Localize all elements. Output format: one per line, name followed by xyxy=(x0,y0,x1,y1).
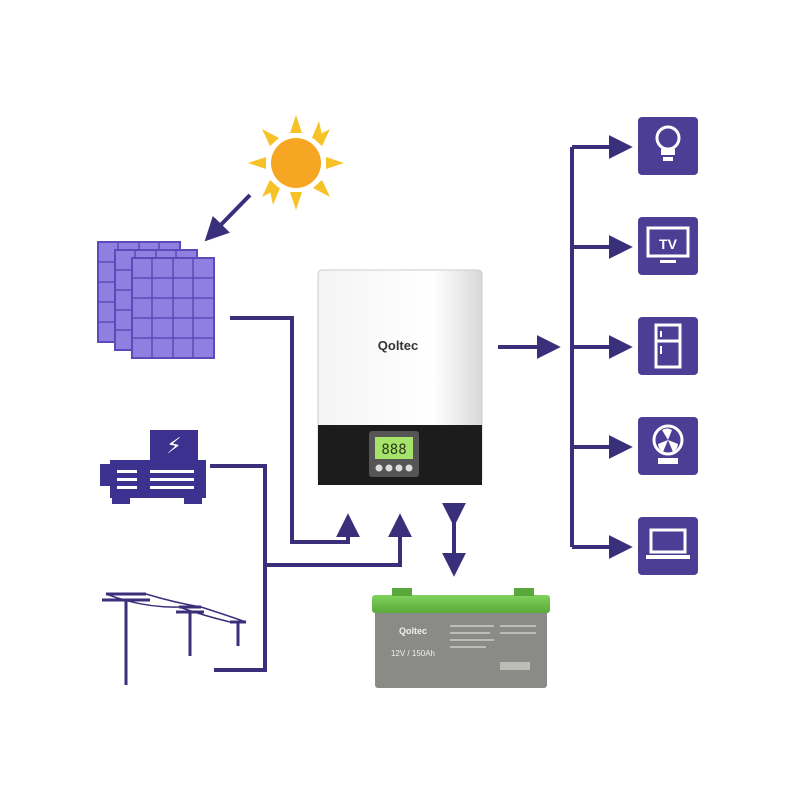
tv-label: TV xyxy=(659,236,678,252)
inverter-display-value: 888 xyxy=(381,442,406,458)
power-grid-icon xyxy=(102,592,247,685)
inverter-button[interactable] xyxy=(405,464,413,472)
battery-brand: Qoltec xyxy=(399,626,427,636)
solar-panels-icon xyxy=(97,241,215,359)
input-connectors xyxy=(210,316,412,672)
inverter-display: 888 xyxy=(369,431,419,477)
tv-icon: TV xyxy=(638,217,698,275)
battery-rating: 12V / 150Ah xyxy=(391,649,435,658)
battery-unit: Qoltec 12V / 150Ah xyxy=(372,588,550,688)
inverter-button[interactable] xyxy=(385,464,393,472)
sun-to-panels-arrow xyxy=(204,193,252,242)
inverter-brand: Qoltec xyxy=(378,338,418,353)
laptop-icon xyxy=(638,517,698,575)
generator-symbol: ⚡ xyxy=(166,434,181,459)
inverter-button[interactable] xyxy=(395,464,403,472)
refrigerator-icon xyxy=(638,317,698,375)
sun-icon xyxy=(248,115,344,210)
inverter-button[interactable] xyxy=(375,464,383,472)
inverter-unit: Qoltec 888 xyxy=(317,269,483,485)
light-bulb-icon xyxy=(638,117,698,175)
output-connectors xyxy=(498,135,633,559)
fan-icon xyxy=(638,417,698,475)
generator-icon: ⚡ xyxy=(100,430,206,504)
